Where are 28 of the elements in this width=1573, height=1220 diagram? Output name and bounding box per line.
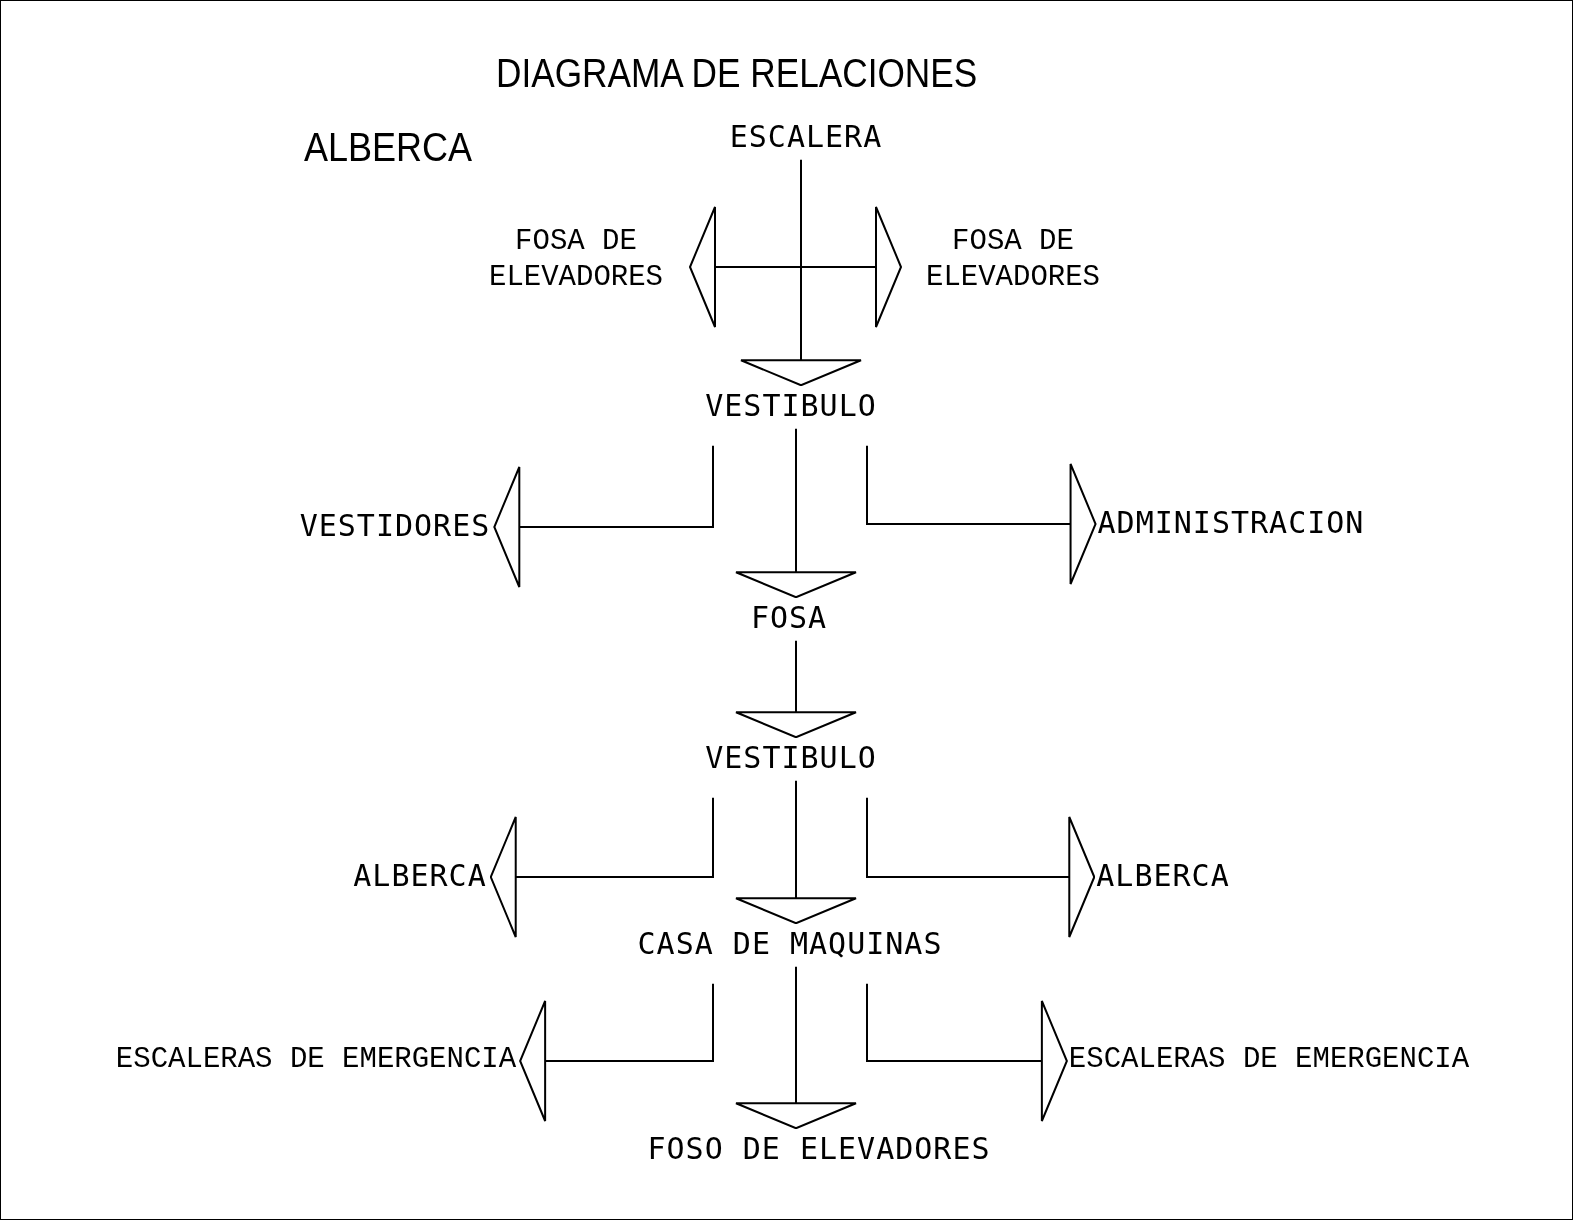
room-label: ALBERCA <box>1096 857 1230 895</box>
arrow <box>735 779 857 925</box>
diagram-title: DIAGRAMA DE RELACIONES <box>496 51 978 96</box>
arrow <box>866 796 1096 938</box>
arrow <box>493 444 714 588</box>
section-heading: ALBERCA <box>304 125 473 170</box>
room-label: VESTIDORES <box>299 507 491 545</box>
arrow <box>689 206 902 328</box>
room-label: CASA DE MAQUINAS <box>637 925 943 963</box>
room-label: FOSA DE ELEVADORES <box>903 223 1123 297</box>
arrow <box>519 982 714 1122</box>
arrow <box>489 796 714 938</box>
room-label: FOSO DE ELEVADORES <box>647 1130 991 1168</box>
room-label: VESTIBULO <box>705 387 877 425</box>
room-label: ADMINISTRACION <box>1097 504 1365 542</box>
arrow <box>740 158 862 387</box>
arrow <box>735 427 857 599</box>
arrow <box>866 444 1097 585</box>
room-label: FOSA DE ELEVADORES <box>466 223 686 297</box>
room-label: ESCALERAS DE EMERGENCIA <box>1068 1041 1470 1079</box>
room-label: ALBERCA <box>353 857 487 895</box>
arrow <box>735 965 857 1130</box>
room-label: FOSA <box>750 599 828 637</box>
room-label: ESCALERAS DE EMERGENCIA <box>115 1041 517 1079</box>
room-label: ESCALERA <box>729 118 883 156</box>
room-label: VESTIBULO <box>705 739 877 777</box>
arrow <box>866 982 1068 1122</box>
arrow <box>735 639 857 739</box>
